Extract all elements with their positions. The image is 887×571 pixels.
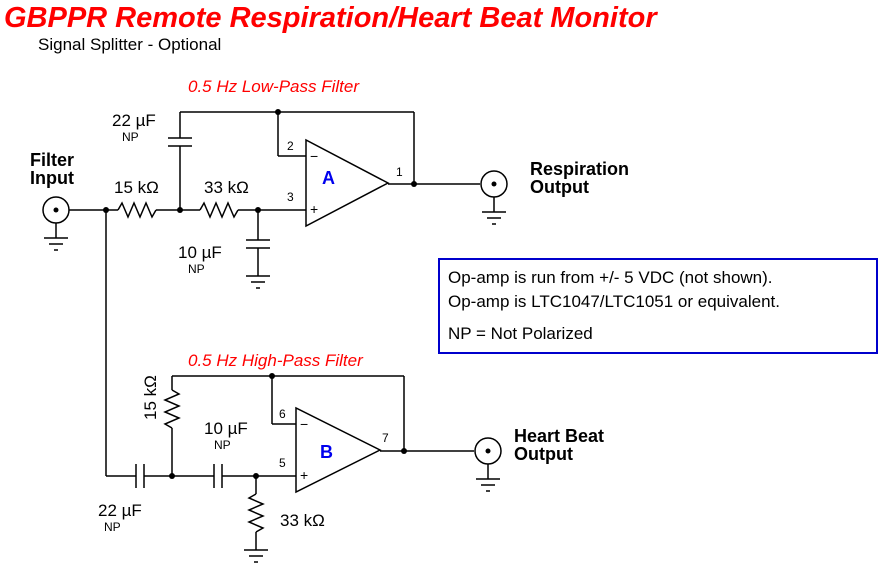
opamp-b-label: B (320, 442, 333, 462)
junction-dot (411, 181, 417, 187)
notes-box: Op-amp is run from +/- 5 VDC (not shown)… (438, 258, 878, 354)
junction-dot (401, 448, 407, 454)
note-line-2: Op-amp is LTC1047/LTC1051 or equivalent. (448, 292, 780, 311)
r-33k-top-label: 33 kΩ (204, 178, 249, 197)
opamp-b-pin-out: 7 (382, 431, 389, 445)
opamp-a-label: A (322, 168, 335, 188)
opamp-a-plus: + (310, 201, 318, 217)
page-title: GBPPR Remote Respiration/Heart Beat Moni… (4, 2, 658, 34)
input-label-line1: Filter (30, 150, 74, 170)
resistor-33k-top-icon (199, 201, 239, 219)
capacitor-22uf-top-icon (168, 137, 192, 147)
opamp-a-icon (305, 138, 390, 228)
c-22uf-top-np: NP (122, 130, 139, 144)
note-line-3: NP = Not Polarized (448, 324, 593, 343)
r-15k-top-label: 15 kΩ (114, 178, 159, 197)
note-line-1: Op-amp is run from +/- 5 VDC (not shown)… (448, 268, 773, 287)
heart-beat-label-line1: Heart Beat (514, 426, 604, 446)
capacitor-10uf-top-icon (246, 239, 270, 249)
page-subtitle: Signal Splitter - Optional (38, 35, 221, 54)
opamp-b-plus: + (300, 467, 308, 483)
capacitor-22uf-bottom-icon (135, 464, 145, 488)
input-jack-icon (42, 196, 70, 251)
c-10uf-bottom-np: NP (214, 438, 231, 452)
opamp-a-pin-out: 1 (396, 165, 403, 179)
capacitor-10uf-bottom-icon (213, 464, 223, 488)
respiration-label-line2: Output (530, 177, 589, 197)
opamp-b-minus: − (300, 416, 308, 432)
opamp-b-icon (295, 406, 382, 494)
high-pass-filter-label: 0.5 Hz High-Pass Filter (188, 351, 364, 370)
c-10uf-bottom-label: 10 µF (204, 419, 248, 438)
heart-beat-output-jack-icon (474, 437, 502, 492)
r-33k-bottom-label: 33 kΩ (280, 511, 325, 530)
c-10uf-top-label: 10 µF (178, 243, 222, 262)
ground-icon (244, 549, 268, 563)
heart-beat-label-line2: Output (514, 444, 573, 464)
resistor-15k-bottom-icon (163, 389, 181, 429)
resistor-33k-bottom-icon (247, 493, 265, 533)
opamp-b-pin-inv: 6 (279, 407, 286, 421)
input-label-line2: Input (30, 168, 74, 188)
c-22uf-bottom-label: 22 µF (98, 501, 142, 520)
respiration-output-jack-icon (480, 170, 508, 225)
c-10uf-top-np: NP (188, 262, 205, 276)
resistor-15k-top-icon (117, 201, 157, 219)
c-22uf-top-label: 22 µF (112, 111, 156, 130)
r-15k-bottom-label: 15 kΩ (141, 375, 160, 420)
c-22uf-bottom-np: NP (104, 520, 121, 534)
opamp-a-minus: − (310, 148, 318, 164)
respiration-label-line1: Respiration (530, 159, 629, 179)
ground-icon (246, 275, 270, 289)
opamp-a-pin-noninv: 3 (287, 190, 294, 204)
low-pass-filter-label: 0.5 Hz Low-Pass Filter (188, 77, 360, 96)
opamp-a-pin-inv: 2 (287, 139, 294, 153)
opamp-b-pin-noninv: 5 (279, 456, 286, 470)
